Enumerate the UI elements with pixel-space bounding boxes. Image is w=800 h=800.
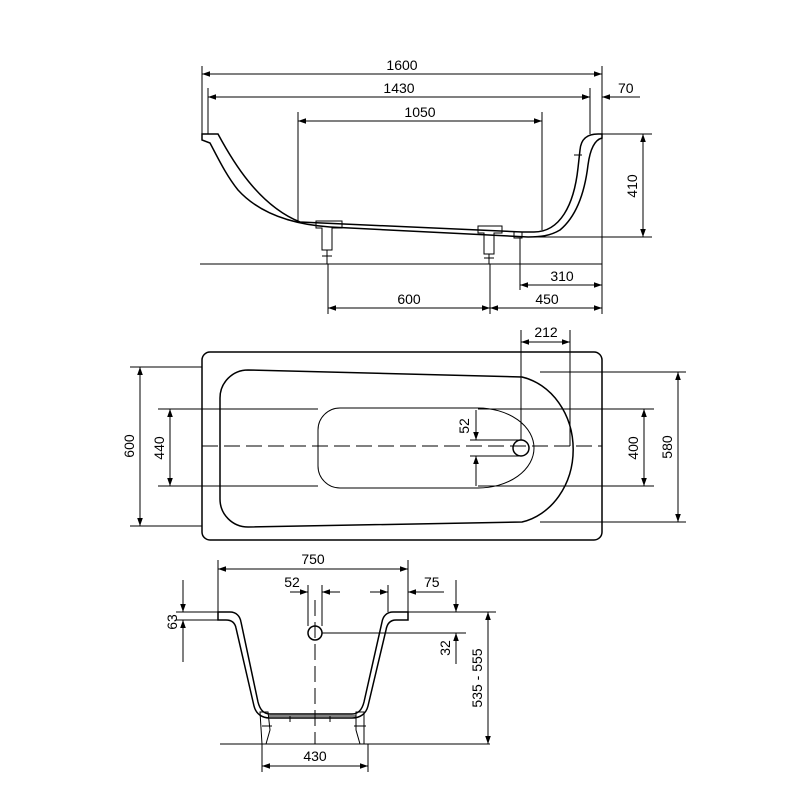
dim-overflow-diameter: 52 xyxy=(284,574,300,590)
end-leg-right xyxy=(354,711,366,745)
dim-total-width: 600 xyxy=(121,434,137,458)
dim-leg-spacing: 600 xyxy=(397,291,421,307)
dim-inner-width: 580 xyxy=(659,435,675,459)
dim-leg-span: 430 xyxy=(303,748,327,764)
side-tub-outline xyxy=(201,133,603,238)
top-inner-basin xyxy=(219,369,574,528)
dim-leg-offset: 450 xyxy=(535,291,559,307)
dim-bottom-length: 1050 xyxy=(404,104,435,120)
dim-drain-diameter: 52 xyxy=(456,418,472,434)
dim-drain-offset: 310 xyxy=(550,268,574,284)
end-view: 750 52 75 63 32 535 - 555 430 xyxy=(164,551,496,772)
side-leg-left xyxy=(315,220,343,264)
end-tub-outline xyxy=(217,611,409,719)
top-bottom-area xyxy=(317,407,535,489)
dim-rim-width: 70 xyxy=(618,80,634,96)
dim-overflow-offset: 32 xyxy=(437,640,453,656)
dim-total-length: 1600 xyxy=(386,57,417,73)
side-drain xyxy=(513,231,523,239)
dim-depth: 410 xyxy=(624,174,640,198)
dim-top-drain-offset: 212 xyxy=(534,324,558,340)
dim-inner-length: 1430 xyxy=(383,80,414,96)
side-leg-right xyxy=(477,225,503,264)
top-view: 212 52 600 440 400 580 xyxy=(121,324,686,541)
dim-bottom-width: 400 xyxy=(625,436,641,460)
top-drain xyxy=(512,439,530,457)
dim-height-range: 535 - 555 xyxy=(469,648,485,707)
dim-inner-width-left: 440 xyxy=(151,436,167,460)
dim-rim-height: 63 xyxy=(164,614,180,630)
end-leg-frame xyxy=(268,715,356,722)
side-view: 1600 1430 1050 70 410 310 600 450 xyxy=(200,57,652,314)
dim-end-rim-width: 75 xyxy=(424,574,440,590)
end-leg-left xyxy=(259,711,272,745)
dim-end-width: 750 xyxy=(301,551,325,567)
